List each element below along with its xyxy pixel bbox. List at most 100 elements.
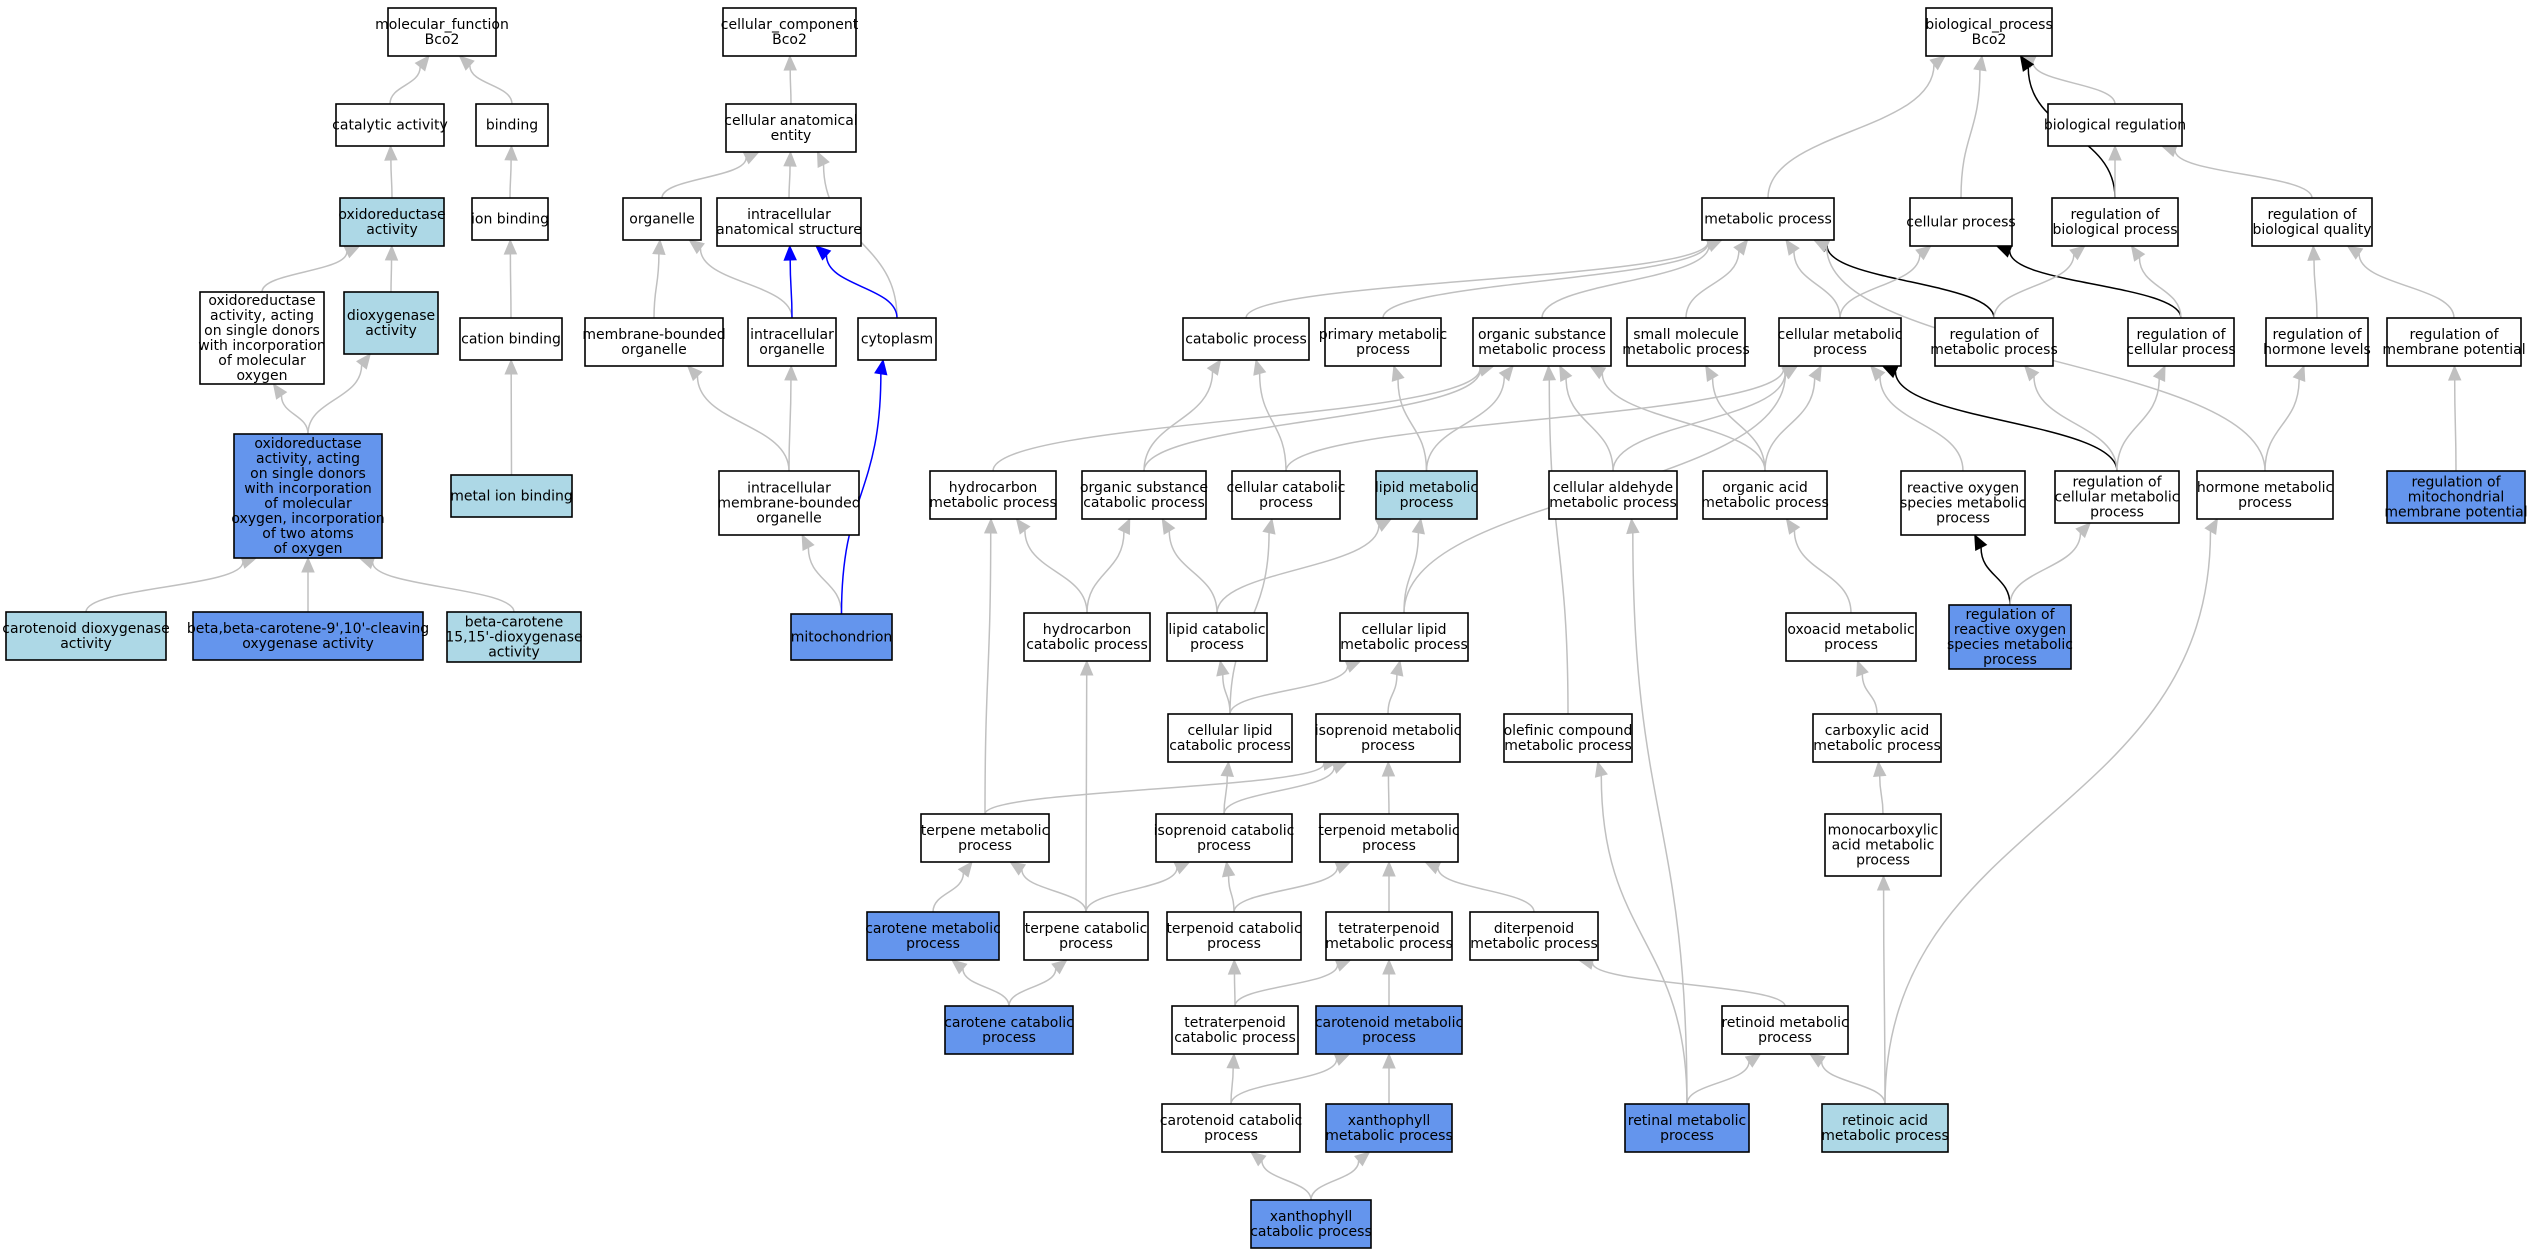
term-label-line: process <box>1824 637 1878 653</box>
go-term-cyto[interactable]: cytoplasm <box>857 317 937 361</box>
go-term-catp[interactable]: catabolic process <box>1182 317 1310 361</box>
go-term-mito[interactable]: mitochondrion <box>790 613 893 661</box>
arrowhead <box>2023 365 2040 382</box>
arrowhead <box>1498 365 1514 382</box>
edge-line <box>2358 253 2455 319</box>
term-label-line: organelle <box>629 212 694 228</box>
arrowhead <box>816 150 830 168</box>
edge-line <box>1882 889 1886 1105</box>
term-label-line: ion binding <box>471 212 549 228</box>
edge-line <box>1227 875 1235 913</box>
go-term-ionb[interactable]: ion binding <box>471 197 549 241</box>
term-box <box>1702 470 1828 520</box>
term-label-line: metabolic process <box>1813 738 1941 754</box>
edge-line <box>2264 379 2300 472</box>
go-term-metb[interactable]: metal ion binding <box>450 474 573 518</box>
term-label-line: metabolic process <box>1704 212 1832 228</box>
go-term-cellp[interactable]: cellular process <box>1906 197 2016 247</box>
term-label-line: oxygenase activity <box>242 636 374 652</box>
term-box <box>1948 604 2072 670</box>
go-term-bind[interactable]: binding <box>475 103 549 147</box>
go-term-metp[interactable]: metabolic process <box>1701 197 1835 241</box>
term-box <box>944 1005 1074 1055</box>
arrowhead <box>356 352 372 370</box>
go-term-breg[interactable]: biological regulation <box>2044 103 2186 147</box>
go-term-catb[interactable]: cation binding <box>459 317 563 361</box>
term-box <box>199 291 325 385</box>
term-label-line: activity <box>366 222 418 238</box>
term-box <box>2251 197 2373 247</box>
edge-oxmp-to-oamp <box>1785 517 1852 614</box>
go-term-org[interactable]: organelle <box>622 197 702 241</box>
go-term-cat[interactable]: catalytic activity <box>332 103 448 147</box>
term-box <box>1155 813 1293 863</box>
term-label-line: cellular process <box>2126 342 2235 358</box>
arrowhead <box>301 556 315 573</box>
go-term-bbcar[interactable]: beta,beta-carotene-9',10'-cleavingoxygen… <box>187 611 429 661</box>
edge-line <box>1861 674 1878 715</box>
edge-lmp-to-pmp <box>1391 364 1428 472</box>
